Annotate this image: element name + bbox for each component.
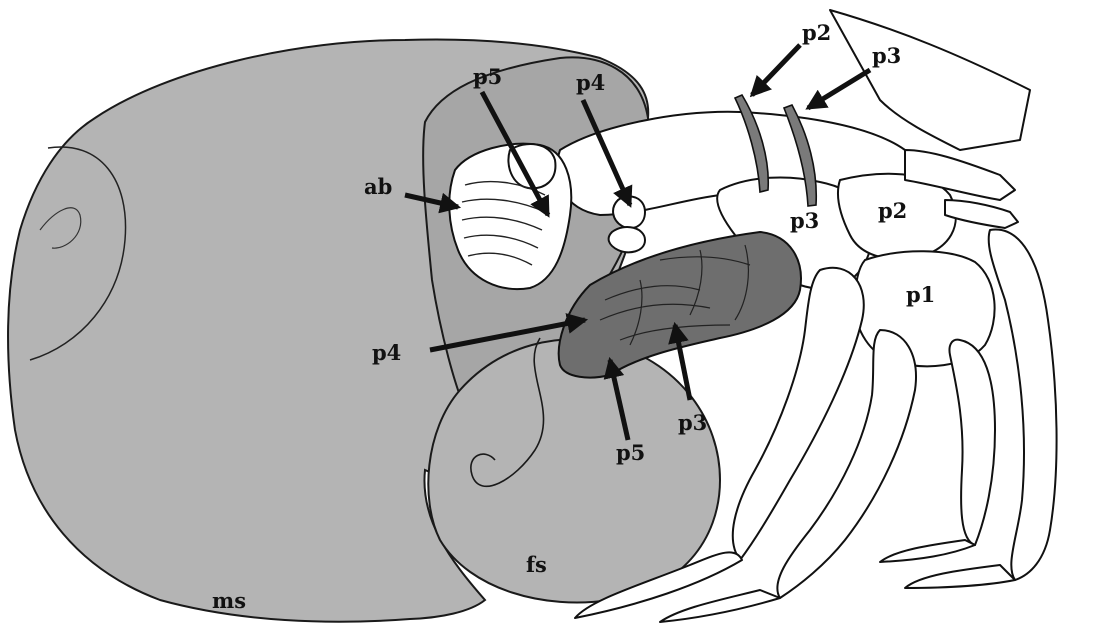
label-p5-bottom: p5 [616, 440, 645, 465]
label-p1-body: p1 [906, 282, 935, 307]
label-fs: fs [526, 552, 547, 577]
label-p2-top: p2 [802, 20, 831, 45]
label-p3-body: p3 [790, 208, 819, 233]
arrow-p3-top [808, 70, 870, 108]
arrow-p2-top [752, 45, 800, 95]
label-p3-bottom: p3 [678, 410, 707, 435]
label-p4-mid: p4 [372, 340, 401, 365]
label-p4-top: p4 [576, 70, 605, 95]
label-p2-body: p2 [878, 198, 907, 223]
label-p5-top: p5 [473, 64, 502, 89]
label-ab: ab [364, 174, 392, 199]
small-shell [428, 339, 720, 602]
label-p3-top: p3 [872, 43, 901, 68]
label-ms: ms [212, 588, 246, 613]
